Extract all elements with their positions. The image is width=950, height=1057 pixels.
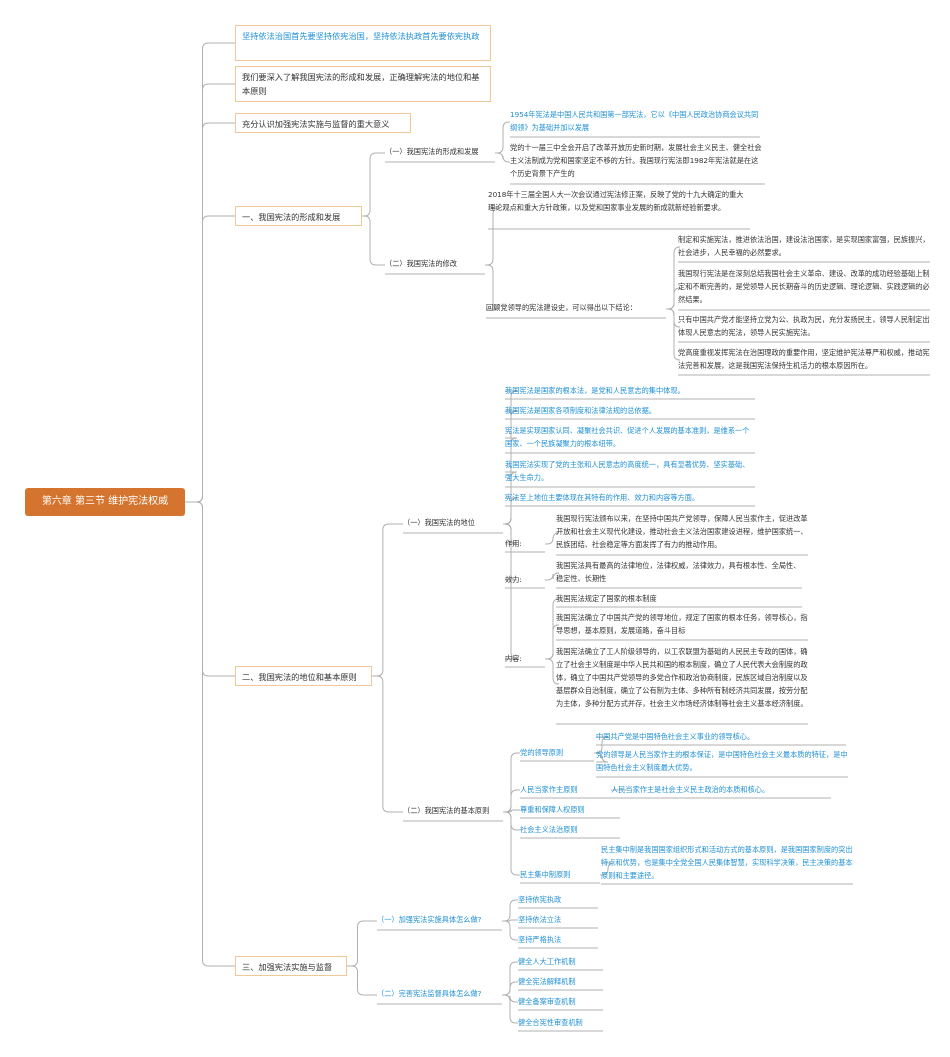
node-s1cc0: 制定和实施宪法，推进依法治国，建设法治国家，是实现国家富强，民族振兴，社会进步，… [678,235,930,257]
node-s2roleT: 我国现行宪法颁布以来，在坚持中国共产党领导，保障人民当家作主，促进改革开放和社会… [556,514,808,549]
node-s1c1i1: 党的十一届三中全会开启了改革开放历史新时期，发展社会主义民主、健全社会主义法制成… [510,143,762,178]
node-s2pl: 党的领导原则 [520,748,564,757]
node-s1c2: （二）我国宪法的修改 [385,259,457,268]
node-s2con0: 我国宪法规定了国家的根本制度 [556,594,657,603]
node-s1cc3: 党高度重视发挥宪法在治国理政的重要作用，坚定维护宪法尊严和权威，推动宪法完善和发… [678,348,930,370]
node-s2c1i0: 我国宪法是国家的根本法，是党和人民意志的集中体现。 [505,386,685,395]
connector-16 [372,523,403,677]
node-s2con: 内容: [505,654,522,663]
connector-33 [503,809,520,813]
node-s3b2: 健全备案审查机制 [518,997,576,1006]
connector-34 [503,811,520,831]
node-s3: 三、加强宪法实施与监督 [235,956,347,976]
node-s2effT: 我国宪法具有最高的法律地位，法律权威，法律效力，具有根本性、全局性、稳定性、长期… [556,561,801,583]
node-top1: 我们要深入了解我国宪法的形成和发展，正确理解宪法的地位和基本原则 [235,66,491,102]
node-s3b1: 健全宪法解释机制 [518,977,576,986]
connector-45 [502,961,518,996]
connector-2 [185,122,235,503]
node-s2c1i1: 我国宪法是国家各项制度和法律法规的总依据。 [505,406,656,415]
connector-0 [185,42,235,503]
node-s2dc: 民主集中制原则 [520,870,571,879]
connector-32 [503,789,520,813]
node-s2c1: （一）我国宪法的地位 [403,518,475,527]
node-s2ru: 社会主义法治原则 [520,825,578,834]
node-s2ri: 尊重和保障人权原则 [520,805,585,814]
connector-24 [503,523,518,581]
node-s1c1i0: 1954年宪法是中国人民共和国第一部宪法，它以《中国人民政治协商会议共同纲领》为… [510,110,759,132]
node-s3b3: 健全合宪性审查机制 [518,1018,583,1027]
node-s3a0: 坚持依宪执政 [518,895,562,904]
connector-3 [185,215,235,503]
connector-35 [503,811,520,876]
connector-8 [495,121,510,154]
node-s2c2: （二）我国宪法的基本原则 [403,806,490,815]
connector-46 [502,981,518,996]
node-s1c1: （一）我国宪法的形成和发展 [385,147,479,156]
node-top2: 充分认识加强宪法实施与监督的重大意义 [235,113,411,133]
connector-42 [502,899,518,922]
node-top0: 坚持依法治国首先要坚持依宪治国，坚持依法执政首先要依宪执政 [235,25,491,61]
node-s2c1i2: 宪法是实现国家认同、凝聚社会共识、促进个人发展的基本准则，是维系一个国家、一个民… [505,426,750,448]
connector-48 [502,994,518,1024]
node-s2eff: 效力: [505,575,522,584]
node-s2con2: 我国宪法确立了工人阶级领导的，以工农联盟为基础的人民民主专政的国体，确立了社会主… [556,647,808,708]
connector-43 [502,919,518,922]
node-s3c2: （二）完善宪法监督具体怎么做? [377,989,482,998]
node-s2role: 作用: [505,539,522,548]
node-s3c1: （一）加强宪法实施具体怎么做? [377,915,482,924]
node-s1: 一、我国宪法的形成和发展 [235,206,362,226]
node-s3b0: 健全人大工作机制 [518,957,576,966]
node-s1c2t: 2018年十三届全国人大一次会议通过宪法修正案，反映了党的十九大确定的重大理论观… [488,190,744,212]
connector-44 [502,920,518,941]
node-s2dcT: 民主集中制是我国国家组织形式和活动方式的基本原则，是我国国家制度的突出特点和优势… [601,845,853,880]
node-s2: 二、我国宪法的地位和基本原则 [235,666,372,686]
connector-9 [495,152,510,163]
connector-6 [362,152,385,217]
node-s3a1: 坚持依法立法 [518,915,562,924]
node-s3a2: 坚持严格执法 [518,935,562,944]
node-s2c1i4: 宪法至上地位主要体现在其特有的作用、效力和内容等方面。 [505,493,700,502]
connector-4 [185,501,235,677]
node-s2c1i3: 我国宪法实现了党的主张和人民意志的高度统一，具有显著优势、坚实基础、强大生命力。 [505,460,750,482]
node-s2peT: 人民当家作主是社会主义民主政治的本质和核心。 [611,785,770,794]
node-root: 第六章 第三节 维护宪法权威 [25,488,185,516]
connector-31 [503,752,520,813]
node-s1cc1: 我国现行宪法是在深刻总结我国社会主义革命、建设、改革的成功经验基础上制定和不断完… [678,269,930,304]
connector-41 [347,965,377,996]
connector-40 [347,920,377,967]
node-s2con1: 我国宪法确立了中国共产党的领导地位，规定了国家的根本任务，领导核心，指导思想，基… [556,613,808,635]
connector-17 [372,675,403,813]
node-s1cc2: 只有中国共产党才能坚持立党为公、执政为民，充分发扬民主，领导人民制定出体现人民意… [678,315,930,337]
connector-5 [185,501,235,967]
connector-1 [185,83,235,503]
node-s1c2r: 回顾党领导的宪法建设史，可以得出以下结论： [486,303,637,312]
node-s2p1: 党的领导是人民当家作主的根本保证，是中国特色社会主义最本质的特征，是中国特色社会… [596,750,848,772]
connector-7 [362,215,385,266]
connector-47 [502,994,518,1003]
node-s2p0: 中国共产党是中国特色社会主义事业的领导核心。 [596,732,755,741]
node-s2pe: 人民当家作主原则 [520,785,578,794]
